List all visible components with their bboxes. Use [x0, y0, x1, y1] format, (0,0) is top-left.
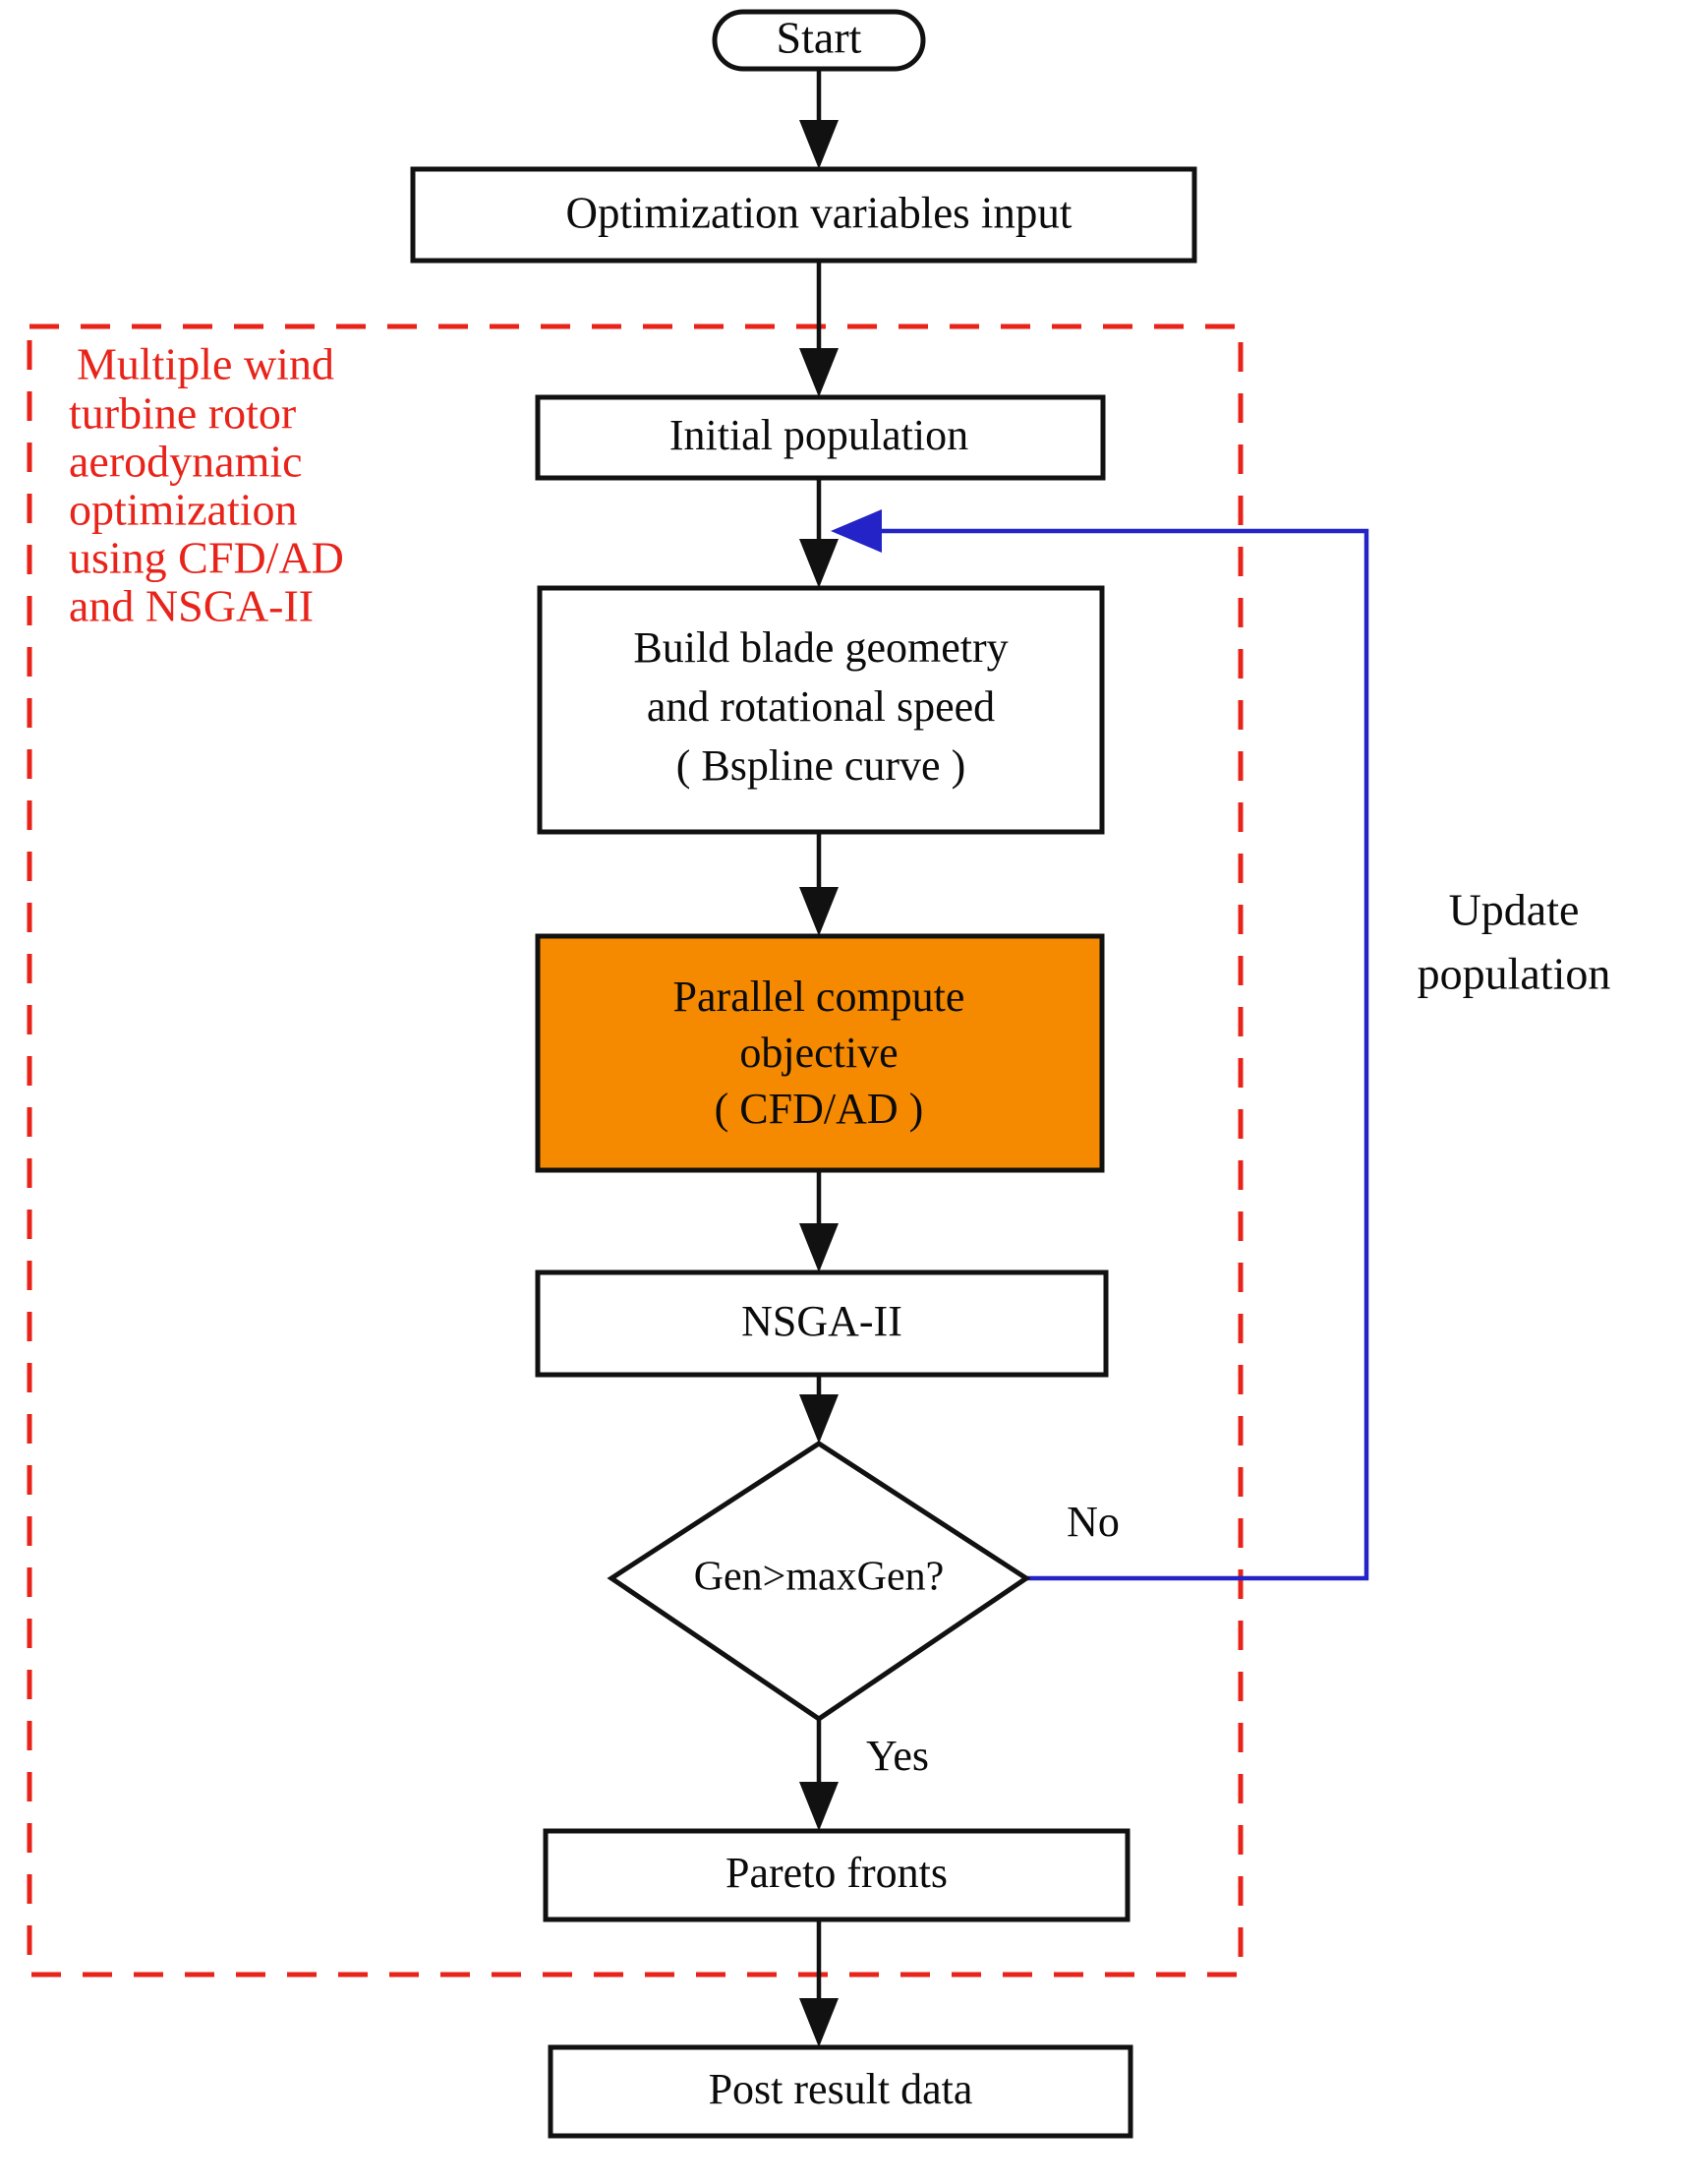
group-label-line-5: using CFD/AD	[69, 533, 344, 583]
node-build-blade-geometry-line-2: and rotational speed	[647, 682, 995, 731]
node-decision-gen-max-gen[interactable]: Gen>maxGen?	[607, 1441, 1031, 1723]
edge-parallel-compute-to-nsga2	[799, 1170, 839, 1272]
node-parallel-compute-objective-line-3: ( CFD/AD )	[715, 1085, 924, 1133]
arrowhead-down-icon	[799, 1782, 839, 1831]
node-parallel-compute-objective-line-2: objective	[739, 1029, 898, 1077]
node-nsga2-label: NSGA-II	[741, 1297, 902, 1345]
edge-pareto-fronts-to-post-result	[799, 1919, 839, 2047]
node-optimization-variables-input-label: Optimization variables input	[566, 188, 1073, 237]
edge-label-no: No	[1067, 1498, 1120, 1546]
node-build-blade-geometry-line-3: ( Bspline curve )	[676, 741, 965, 790]
arrowhead-left-icon	[831, 509, 882, 553]
arrowhead-down-icon	[799, 1998, 839, 2047]
arrowhead-down-icon	[799, 348, 839, 397]
group-label-line-1: Multiple wind	[77, 339, 334, 389]
node-pareto-fronts-label: Pareto fronts	[725, 1849, 948, 1897]
arrowhead-down-icon	[799, 120, 839, 169]
edge-decision-no-update-population-feedback	[831, 509, 1369, 1581]
edge-decision-yes-to-pareto-fronts	[799, 1719, 839, 1831]
edge-label-update-population-line-1: Update	[1449, 885, 1580, 935]
node-parallel-compute-objective-line-1: Parallel compute	[673, 973, 965, 1021]
group-label-line-6: and NSGA-II	[69, 581, 314, 631]
arrowhead-down-icon	[799, 1394, 839, 1444]
node-post-result-data-label: Post result data	[709, 2065, 973, 2113]
node-start[interactable]: Start	[712, 9, 926, 72]
node-build-blade-geometry-line-1: Build blade geometry	[633, 623, 1008, 672]
edge-start-to-optimization-input	[799, 69, 839, 169]
arrowhead-down-icon	[799, 887, 839, 936]
edge-label-update-population: Update population	[1418, 885, 1611, 999]
arrowhead-down-icon	[799, 539, 839, 588]
edge-nsga2-to-decision	[799, 1375, 839, 1444]
node-start-label: Start	[777, 13, 862, 63]
arrowhead-down-icon	[799, 1223, 839, 1272]
group-label-line-4: optimization	[69, 485, 298, 535]
node-decision-gen-max-gen-label: Gen>maxGen?	[694, 1555, 945, 1600]
edge-label-update-population-line-2: population	[1418, 949, 1611, 999]
edge-optimization-input-to-initial-population	[799, 261, 839, 397]
group-label-line-3: aerodynamic	[69, 437, 303, 487]
node-post-result-data[interactable]: Post result data	[548, 2044, 1133, 2139]
node-nsga2[interactable]: NSGA-II	[535, 1269, 1109, 1378]
node-initial-population-label: Initial population	[669, 411, 968, 459]
group-label-line-2: turbine rotor	[69, 388, 296, 439]
node-pareto-fronts[interactable]: Pareto fronts	[543, 1828, 1131, 1922]
node-build-blade-geometry[interactable]: Build blade geometry and rotational spee…	[537, 585, 1105, 835]
node-initial-population[interactable]: Initial population	[535, 394, 1106, 481]
edge-initial-population-to-build-blade	[799, 477, 839, 588]
group-label: Multiple wind turbine rotor aerodynamic …	[69, 339, 344, 631]
edge-build-blade-to-parallel-compute	[799, 831, 839, 936]
edge-label-yes: Yes	[866, 1732, 929, 1780]
node-parallel-compute-objective[interactable]: Parallel compute objective ( CFD/AD )	[535, 933, 1105, 1173]
node-optimization-variables-input[interactable]: Optimization variables input	[410, 166, 1197, 264]
